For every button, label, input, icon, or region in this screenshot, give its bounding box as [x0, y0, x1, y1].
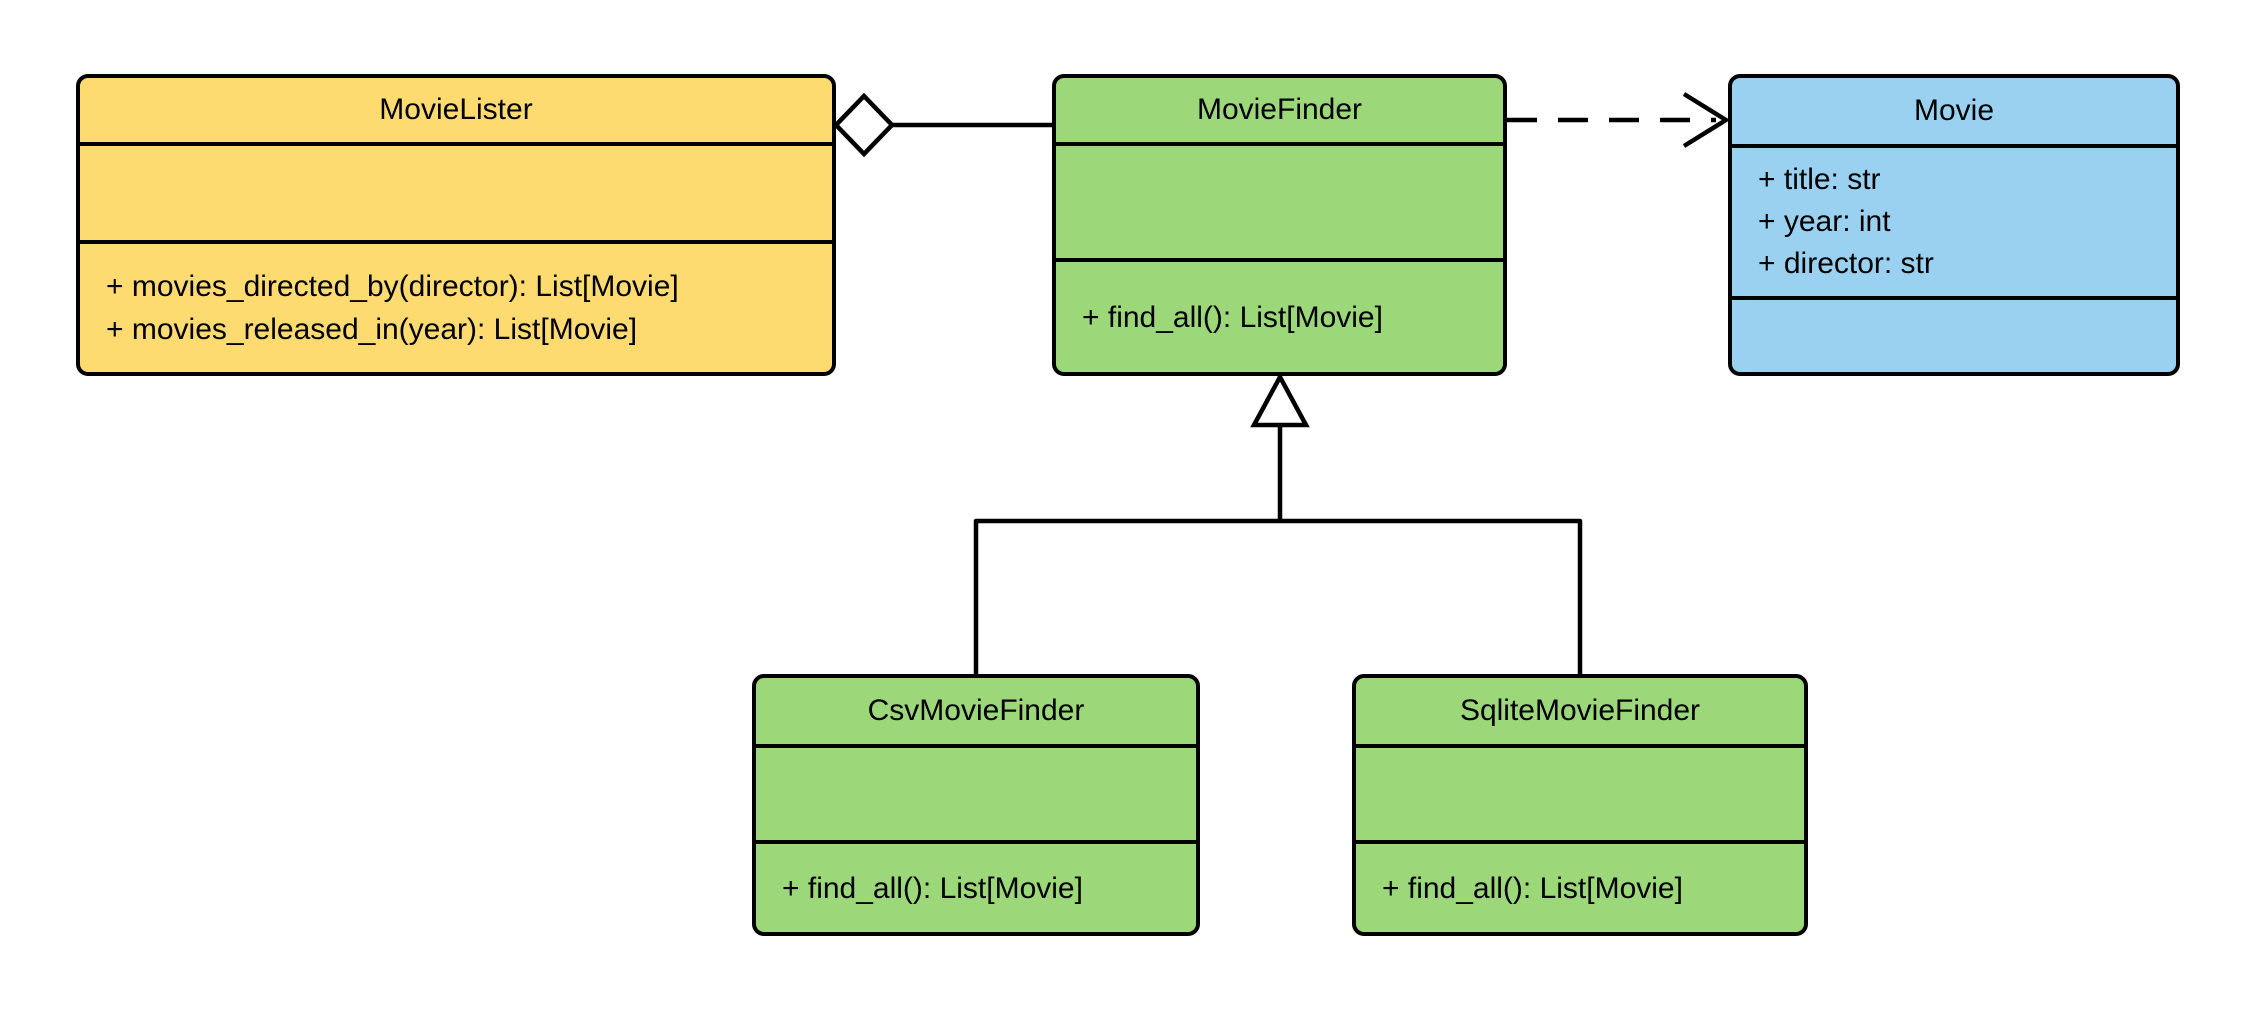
class-title-sqlitemoviefinder: SqliteMovieFinder [1459, 694, 1701, 727]
attributes-compartment-movielister [80, 142, 832, 240]
class-box-moviefinder[interactable]: MovieFinder + find_all(): List[Movie] [1052, 74, 1507, 376]
class-box-sqlitemoviefinder[interactable]: SqliteMovieFinder + find_all(): List[Mov… [1352, 674, 1808, 936]
class-box-movielister[interactable]: MovieLister + movies_directed_by(directo… [76, 74, 836, 376]
class-box-csvmoviefinder[interactable]: CsvMovieFinder + find_all(): List[Movie] [752, 674, 1200, 936]
dependency-connector-moviefinder-movie[interactable] [1507, 92, 1729, 148]
attributes-compartment-moviefinder [1056, 142, 1503, 258]
methods-compartment-moviefinder: + find_all(): List[Movie] [1056, 258, 1503, 372]
attributes-compartment-csvmoviefinder [756, 744, 1196, 840]
dependency-open-arrowhead [1682, 92, 1729, 148]
class-title-moviefinder: MovieFinder [1196, 93, 1363, 126]
method-label: + find_all(): List[Movie] [782, 871, 1083, 905]
method-label: + find_all(): List[Movie] [1082, 300, 1383, 334]
method-label: + movies_directed_by(director): List[Mov… [106, 270, 679, 303]
attributes-compartment-sqlitemoviefinder [1356, 744, 1804, 840]
methods-compartment-movie [1732, 296, 2176, 372]
aggregation-connector-movielister-moviefinder[interactable] [832, 92, 1054, 158]
method-label: + find_all(): List[Movie] [1382, 871, 1683, 905]
attributes-compartment-movie: + title: str + year: int + director: str [1732, 144, 2176, 296]
methods-compartment-csvmoviefinder: + find_all(): List[Movie] [756, 840, 1196, 932]
inheritance-hollow-triangle [1250, 372, 1310, 428]
class-title-movielister: MovieLister [379, 93, 533, 126]
attribute-label: + year: int [1758, 205, 1891, 238]
class-title-movie: Movie [1913, 94, 1995, 127]
class-box-movie[interactable]: Movie + title: str + year: int + directo… [1728, 74, 2180, 376]
class-title-csvmoviefinder: CsvMovieFinder [867, 694, 1085, 727]
methods-compartment-movielister: + movies_directed_by(director): List[Mov… [80, 240, 832, 372]
aggregation-hollow-diamond [832, 92, 896, 158]
attribute-label: + director: str [1758, 247, 1934, 280]
inheritance-connector-tree[interactable] [973, 372, 1583, 676]
methods-compartment-sqlitemoviefinder: + find_all(): List[Movie] [1356, 840, 1804, 932]
attribute-label: + title: str [1758, 163, 1881, 196]
method-label: + movies_released_in(year): List[Movie] [106, 313, 638, 346]
